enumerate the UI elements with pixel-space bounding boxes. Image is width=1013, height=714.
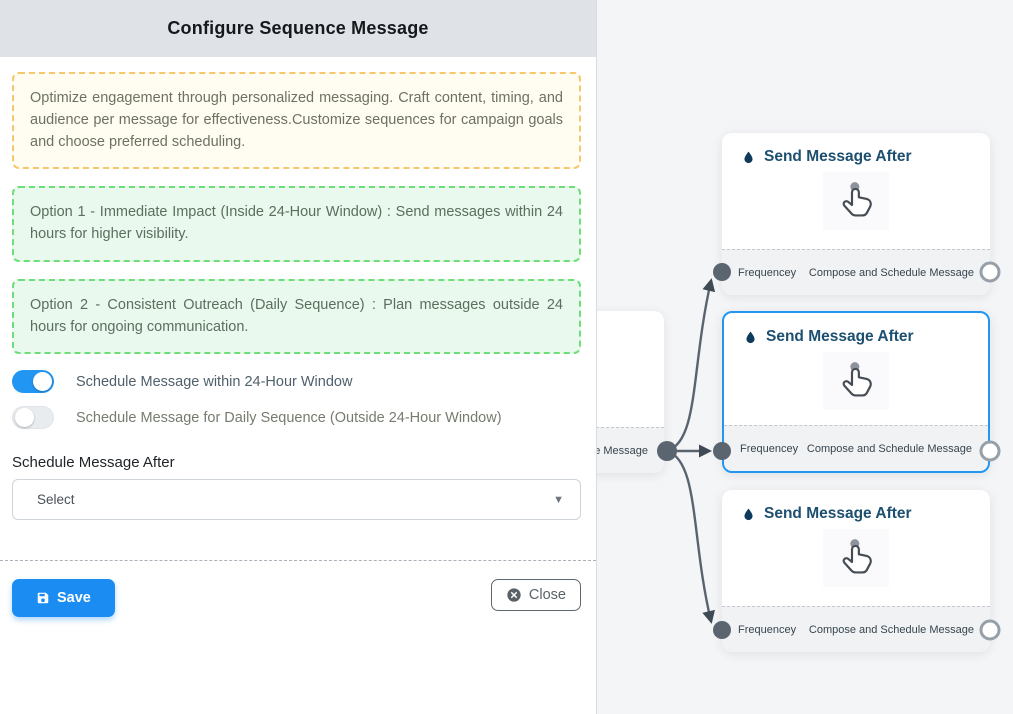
send-message-after-node-1[interactable]: Send Message After Frequencey Compose an… [722,133,990,295]
water-drop-icon [741,507,756,522]
intro-note-box: Optimize engagement through personalized… [12,72,581,170]
node-title: Send Message After [764,148,912,165]
close-icon [506,587,522,603]
node-title: Send Message After [766,328,914,345]
page-title: Configure Sequence Message [167,18,429,38]
panel-header: Configure Sequence Message [0,0,596,57]
toggle-daily-label: Schedule Message for Daily Sequence (Out… [76,409,502,426]
edge-source-to-node3 [666,449,715,624]
schedule-after-select[interactable]: Select ▼ [12,479,581,521]
source-node-footer-label: ce Message [597,444,648,457]
toggle-row-daily: Schedule Message for Daily Sequence (Out… [12,406,581,430]
hand-click-icon[interactable] [823,529,889,587]
node-title-row: Send Message After [722,133,990,166]
node-body [724,352,988,410]
option1-note-box: Option 1 - Immediate Impact (Inside 24-H… [12,186,581,262]
toggle-group: Schedule Message within 24-Hour Window S… [12,370,581,430]
configure-sequence-panel: Configure Sequence Message Optimize enga… [0,0,596,618]
edge-source-to-node1 [666,278,716,453]
panel-body: Optimize engagement through personalized… [0,57,596,521]
toggle-daily-sequence[interactable] [12,406,54,430]
footer-divider [0,560,596,562]
water-drop-icon [743,330,758,345]
node-title: Send Message After [764,505,912,522]
toggle-row-24hour: Schedule Message within 24-Hour Window [12,370,581,394]
schedule-after-label: Schedule Message After [12,454,175,472]
output-port-label: Compose and Schedule Message [806,442,972,455]
input-port-label: Frequencey [738,623,797,636]
hand-click-icon[interactable] [823,172,889,230]
node-title-row: Send Message After [722,490,990,523]
toggle-24hour-label: Schedule Message within 24-Hour Window [76,373,353,390]
source-node-partial[interactable]: ce Message [597,311,664,473]
toggle-24hour-window[interactable] [12,370,54,394]
input-port-label: Frequencey [738,266,797,279]
node-body [722,172,990,230]
node-footer: Frequencey Compose and Schedule Message [722,606,990,652]
save-button[interactable]: Save [12,579,115,618]
save-button-label: Save [57,590,91,607]
close-button-label: Close [528,587,566,604]
output-port-label: Compose and Schedule Message [808,623,974,636]
toggle-knob [15,408,34,428]
source-node-footer: ce Message [597,427,664,473]
node-footer: Frequencey Compose and Schedule Message [722,249,990,295]
toggle-knob [33,372,52,392]
input-port-label: Frequencey [740,442,799,455]
flow-canvas[interactable]: ce Message Send Message After [596,0,1013,714]
node-footer: Frequencey Compose and Schedule Message [724,425,988,471]
send-message-after-node-2[interactable]: Send Message After Frequencey Compose an… [722,311,990,473]
save-icon [36,591,50,605]
close-button[interactable]: Close [490,579,581,612]
water-drop-icon [741,150,756,165]
caret-down-icon: ▼ [553,493,564,506]
node-title-row: Send Message After [724,313,988,346]
select-value: Select [37,492,75,508]
output-port-label: Compose and Schedule Message [808,266,974,279]
panel-footer: Save Close [0,561,596,618]
node-body [722,529,990,587]
send-message-after-node-3[interactable]: Send Message After Frequencey Compose an… [722,490,990,652]
hand-click-icon[interactable] [823,352,889,410]
option2-note-box: Option 2 - Consistent Outreach (Daily Se… [12,278,581,355]
